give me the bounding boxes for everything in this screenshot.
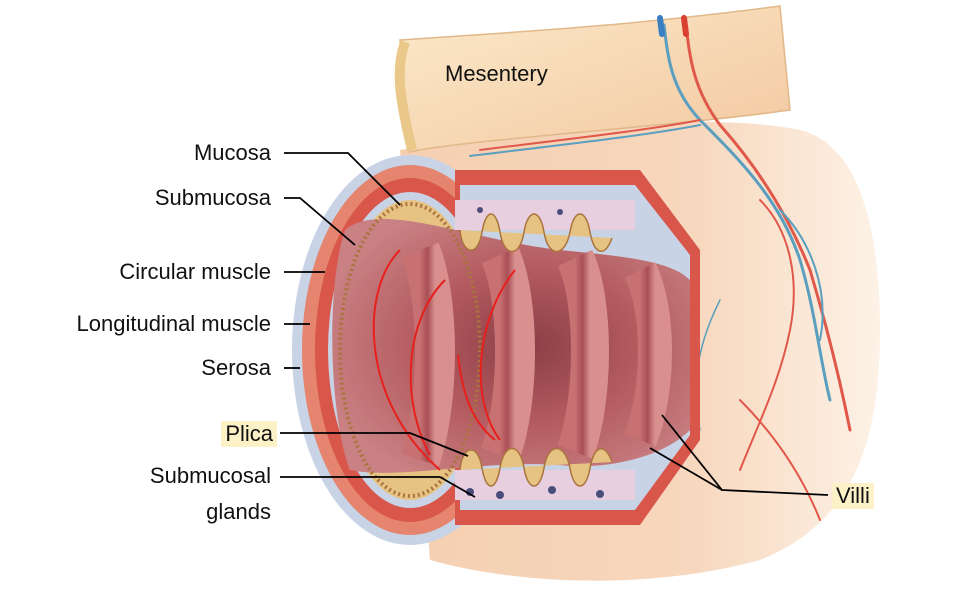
label-submucosa: Submucosa (154, 185, 271, 210)
mesentery-fold-edge (394, 40, 417, 152)
label-villi: Villi (832, 483, 874, 509)
lumen (332, 219, 690, 473)
submucosal-gland-dots (466, 207, 604, 499)
annotation-pen-strokes (372, 249, 516, 471)
label-serosa: Serosa (201, 355, 271, 380)
blood-vessels (469, 15, 852, 521)
label-mucosa: Mucosa (193, 140, 271, 165)
label-longitudinal-muscle: Longitudinal muscle (76, 311, 271, 336)
label-mesentery: Mesentery (445, 61, 548, 86)
mesentery (399, 5, 791, 153)
label-submucosal-glands-line1: Submucosal (149, 463, 271, 488)
plicae-villi (459, 213, 613, 487)
leader-lines (280, 152, 829, 498)
label-circular-muscle: Circular muscle (119, 259, 271, 284)
label-plica: Plica (221, 421, 277, 447)
label-submucosal-glands-line2: glands (206, 499, 271, 524)
mucosa-villi-ring (338, 202, 482, 498)
